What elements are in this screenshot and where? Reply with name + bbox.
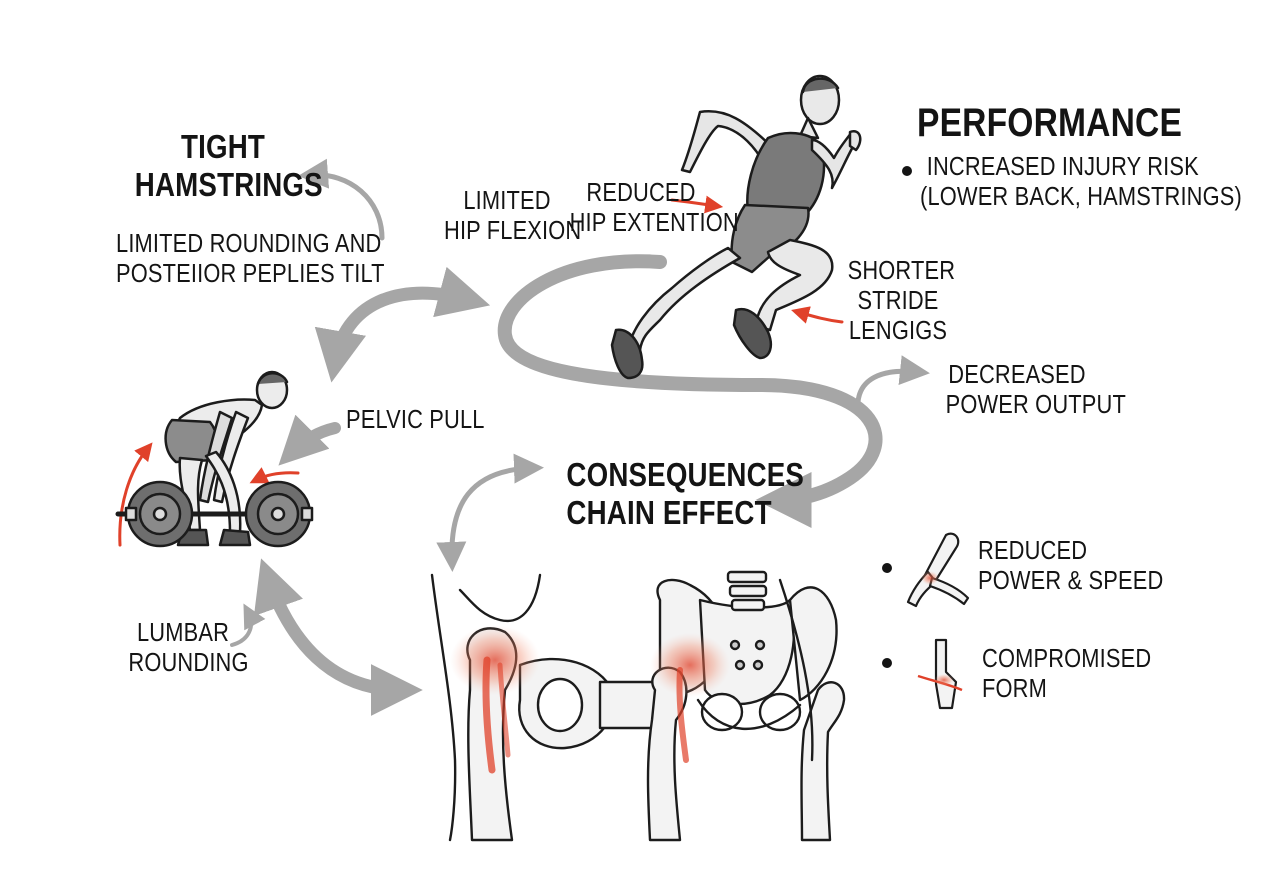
decreased-power-line-2: POWER OUTPUT [945, 388, 1126, 419]
limited-hip-flexion-line-2: HIP FLEXION [444, 214, 582, 245]
inflammation-highlights [450, 625, 730, 774]
shorter-stride-line-3: LENGIGS [848, 314, 948, 345]
limited-hip-flexion-label: LIMITED HIP FLEXION [444, 185, 582, 246]
performance-bullet-dot [902, 166, 912, 176]
reduced-hip-extension-line-2: HIP EXTENTION [569, 206, 739, 237]
pelvis-anatomy-icon [430, 570, 846, 842]
pelvic-pull-label: PELVIC PULL [346, 404, 485, 434]
spine-joint-icon [917, 638, 963, 710]
performance-bullet-line-1: INCREASED INJURY RISK [926, 151, 1199, 181]
decreased-power-label: DECREASED POWER OUTPUT [945, 359, 1126, 420]
tight-hamstrings-line-2: HAMSTRINGS [134, 165, 323, 203]
reduced-hip-extension-label: REDUCED HIP EXTENTION [569, 177, 739, 238]
performance-bullet-text: INCREASED INJURY RISK (LOWER BACK, HAMST… [920, 151, 1242, 212]
limited-rounding-label: LIMITED ROUNDING AND POSTEIIOR PEPLIES T… [116, 228, 385, 289]
lumbar-rounding-label: LUMBAR ROUNDING [128, 617, 249, 678]
consequences-line-1: CONSEQUENCES [566, 456, 805, 493]
limited-rounding-line-1: LIMITED ROUNDING AND [116, 228, 382, 258]
shorter-stride-line-2: STRIDE [857, 284, 939, 315]
decreased-power-line-1: DECREASED [948, 359, 1086, 389]
compromised-form-line-2: FORM [982, 672, 1047, 703]
compromised-form-label: COMPROMISED FORM [982, 643, 1152, 704]
lumbar-rounding-line-2: ROUNDING [128, 646, 249, 677]
reduced-power-speed-label: REDUCED POWER & SPEED [978, 535, 1164, 596]
knee-joint-icon [906, 532, 970, 608]
reduced-power-line-1: REDUCED [978, 535, 1088, 565]
runner-figure-icon [610, 74, 862, 380]
performance-bullet-line-2: (LOWER BACK, HAMSTRINGS) [920, 180, 1242, 211]
red-arrows [118, 195, 844, 547]
limited-hip-flexion-line-1: LIMITED [463, 185, 551, 215]
consequences-title: CONSEQUENCES CHAIN EFFECT [566, 456, 805, 532]
limited-rounding-line-2: POSTEIIOR PEPLIES TILT [116, 257, 385, 288]
lumbar-rounding-line-1: LUMBAR [136, 617, 230, 647]
flow-arrows [230, 158, 930, 716]
tight-hamstrings-label: TIGHT HAMSTRINGS [134, 128, 323, 204]
performance-title: PERFORMANCE [917, 101, 1183, 145]
reduced-hip-extension-line-1: REDUCED [586, 177, 696, 207]
reduced-power-bullet-dot [882, 563, 892, 573]
deadlift-figure-icon [115, 370, 314, 548]
compromised-form-bullet-dot [882, 658, 892, 668]
reduced-power-line-2: POWER & SPEED [978, 564, 1164, 595]
consequences-line-2: CHAIN EFFECT [566, 493, 772, 531]
shorter-stride-line-1: SHORTER [847, 255, 956, 285]
compromised-form-line-1: COMPROMISED [982, 643, 1152, 673]
tight-hamstrings-line-1: TIGHT [181, 128, 265, 165]
shorter-stride-label: SHORTER STRIDE LENGIGS [847, 255, 956, 346]
